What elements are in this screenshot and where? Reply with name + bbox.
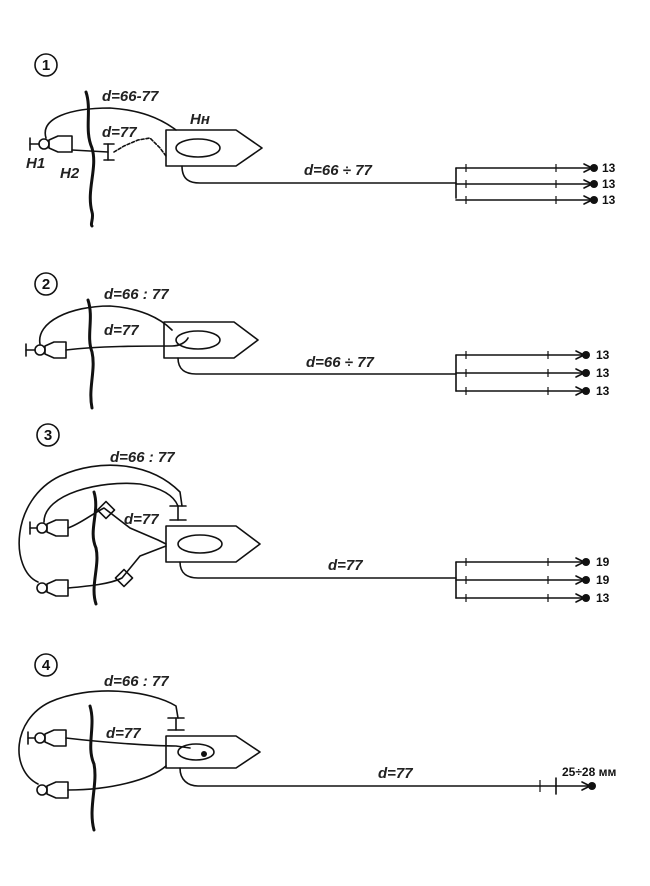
end-label-1-2: 13 xyxy=(602,177,616,191)
end-label-1-1: 13 xyxy=(602,161,616,175)
chain-rope-1 xyxy=(113,137,167,157)
loop-rope-3-label: d=66 : 77 xyxy=(110,449,175,466)
end-label-1-3: 13 xyxy=(602,193,616,207)
scheme-4: 4 xyxy=(18,653,616,832)
scheme-number-4: 4 xyxy=(34,653,58,677)
end-label-4-1: 25÷28 мм xyxy=(562,765,616,779)
scheme-2: 2 xyxy=(25,272,610,410)
winch-4-upper xyxy=(27,729,67,747)
end-label-2-2: 13 xyxy=(596,366,610,380)
ticks-3 xyxy=(465,558,549,602)
main-line-4-label: d=77 xyxy=(378,765,413,782)
main-line-3 xyxy=(179,561,457,579)
loop-rope-1 xyxy=(44,107,177,139)
quay-wall-4 xyxy=(88,704,97,832)
scheme-number-4-label: 4 xyxy=(42,657,51,674)
vessel-3 xyxy=(165,525,261,563)
winch-3-upper xyxy=(29,519,69,537)
scheme-number-3: 3 xyxy=(36,423,60,447)
pulley-blocks-3 xyxy=(96,500,187,588)
scheme-number-1: 1 xyxy=(34,53,58,77)
scheme-3: 3 xyxy=(18,423,610,606)
vessel-4 xyxy=(165,735,261,769)
inner-rope-2-label: d=77 xyxy=(104,322,139,339)
quay-wall-3 xyxy=(91,490,99,606)
winch-4-lower xyxy=(36,781,69,799)
end-label-2-3: 13 xyxy=(596,384,610,398)
end-point-4 xyxy=(581,781,596,791)
main-line-4 xyxy=(179,767,591,787)
vessel-1 xyxy=(165,129,263,167)
ticks-4 xyxy=(539,777,557,795)
vessel-1-label: Нн xyxy=(190,111,210,128)
end-points-1 xyxy=(583,163,598,205)
lower-rope-3 xyxy=(67,545,167,589)
inner-rope-2 xyxy=(65,337,189,351)
inner-rope-3-label: d=77 xyxy=(124,511,159,528)
inner-rope-1 xyxy=(71,149,109,153)
inner-rope-4 xyxy=(65,737,191,749)
loop-rope-2 xyxy=(39,305,173,345)
quay-wall-1 xyxy=(84,90,96,228)
main-line-1 xyxy=(181,165,457,184)
pulley-block-4 xyxy=(167,717,185,731)
winch-h1-label: Н1 xyxy=(26,155,45,172)
scheme-number-2: 2 xyxy=(34,272,58,296)
second-loop-rope-3 xyxy=(43,482,179,523)
scheme-number-2-label: 2 xyxy=(42,276,50,293)
main-line-2 xyxy=(177,357,457,375)
vessel-2 xyxy=(163,321,259,359)
lower-rope-4 xyxy=(67,765,167,791)
winch-h2-label: Н2 xyxy=(60,165,80,182)
end-label-3-1: 19 xyxy=(596,555,610,569)
outer-loop-rope-4 xyxy=(18,690,179,785)
scheme-number-3-label: 3 xyxy=(44,427,52,444)
end-label-3-3: 13 xyxy=(596,591,610,605)
end-label-2-1: 13 xyxy=(596,348,610,362)
scheme-1: 1 xyxy=(26,53,616,228)
end-points-3 xyxy=(575,557,590,603)
end-label-3-2: 19 xyxy=(596,573,610,587)
scheme-number-1-label: 1 xyxy=(42,57,50,74)
outer-loop-rope-3 xyxy=(18,464,183,583)
ticks-2 xyxy=(465,351,549,395)
ticks-1 xyxy=(465,164,557,204)
inner-rope-4-label: d=77 xyxy=(106,725,141,742)
end-points-2 xyxy=(575,350,590,396)
main-line-2-label: d=66 ÷ 77 xyxy=(306,354,375,371)
loop-rope-2-label: d=66 : 77 xyxy=(104,286,169,303)
main-line-3-label: d=77 xyxy=(328,557,363,574)
winch-2 xyxy=(25,341,67,359)
inner-rope-1-label: d=77 xyxy=(102,124,137,141)
loop-rope-1-label: d=66-77 xyxy=(102,88,159,105)
quay-wall-2 xyxy=(86,298,95,410)
main-line-1-label: d=66 ÷ 77 xyxy=(304,162,373,179)
inner-rope-3 xyxy=(67,507,167,545)
winch-h1 xyxy=(29,135,73,153)
loop-rope-4-label: d=66 : 77 xyxy=(104,673,169,690)
winch-3-lower xyxy=(36,579,69,597)
pulley-block-1 xyxy=(103,143,115,161)
